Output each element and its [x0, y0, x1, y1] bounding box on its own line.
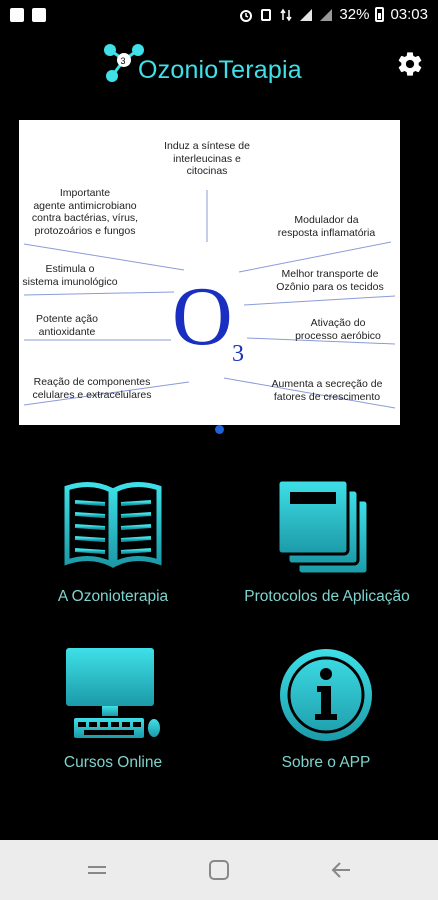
image-notification-icon	[32, 8, 46, 22]
status-bar: 32% 03:03	[0, 0, 438, 32]
back-icon[interactable]	[330, 860, 352, 880]
menu-protocolos[interactable]: Protocolos de Aplicação	[232, 474, 422, 614]
benefit-aerobico: Ativação do processo aeróbico	[295, 317, 381, 342]
signal-icon	[300, 8, 313, 21]
menu-cursos[interactable]: Cursos Online	[40, 642, 186, 782]
home-icon[interactable]	[208, 859, 230, 881]
app-header: 3 OzonioTerapia	[0, 34, 438, 94]
menu-ozonioterapia-label: A Ozonioterapia	[57, 588, 169, 605]
battery-icon	[375, 7, 385, 22]
benefit-interleucinas: Induz a síntese de interleucinas e citoc…	[164, 140, 250, 177]
open-book-icon	[64, 482, 162, 569]
system-nav-bar	[0, 840, 438, 900]
ozone-benefits-banner[interactable]: Induz a síntese de interleucinas e citoc…	[19, 120, 400, 425]
alarm-icon	[240, 9, 253, 22]
settings-gear-icon[interactable]	[396, 50, 424, 78]
app-title: OzonioTerapia	[138, 56, 302, 84]
menu-cursos-label: Cursos Online	[63, 754, 163, 771]
menu-sobre-label: Sobre o APP	[281, 754, 371, 771]
info-icon	[280, 649, 372, 741]
svg-text:3: 3	[121, 56, 126, 66]
menu-sobre[interactable]: Sobre o APP	[246, 642, 406, 782]
data-icon	[280, 8, 293, 21]
benefit-antimicrobiano: Importante agente antimicrobiano contra …	[31, 187, 139, 237]
benefit-transporte: Melhor transporte de Ozônio para os teci…	[276, 268, 384, 293]
computer-icon	[66, 648, 160, 738]
vibrate-icon	[261, 8, 272, 21]
clock: 03:03	[390, 6, 428, 23]
notification-icon	[10, 8, 24, 22]
menu-protocolos-label: Protocolos de Aplicação	[244, 588, 410, 605]
molecule-icon: 3	[104, 44, 144, 82]
benefit-crescimento: Aumenta a secreção de fatores de crescim…	[271, 378, 383, 403]
documents-stack-icon	[276, 478, 370, 576]
signal-2-icon	[320, 8, 333, 21]
app-logo: 3 OzonioTerapia	[98, 38, 308, 88]
menu-ozonioterapia[interactable]: A Ozonioterapia	[40, 474, 186, 614]
benefit-modulador: Modulador da resposta inflamatória	[277, 214, 376, 239]
battery-percent: 32%	[339, 6, 370, 23]
carousel-page-indicator	[215, 425, 224, 434]
recent-apps-icon[interactable]	[86, 862, 108, 878]
ozone-formula: O 3	[172, 270, 244, 368]
benefit-componentes: Reação de componentes celulares e extrac…	[32, 376, 152, 401]
benefit-imunologico: Estimula o sistema imunológico	[22, 263, 118, 288]
benefit-antioxidante: Potente ação antioxidante	[36, 313, 98, 338]
banner-connector-lines	[23, 190, 396, 409]
